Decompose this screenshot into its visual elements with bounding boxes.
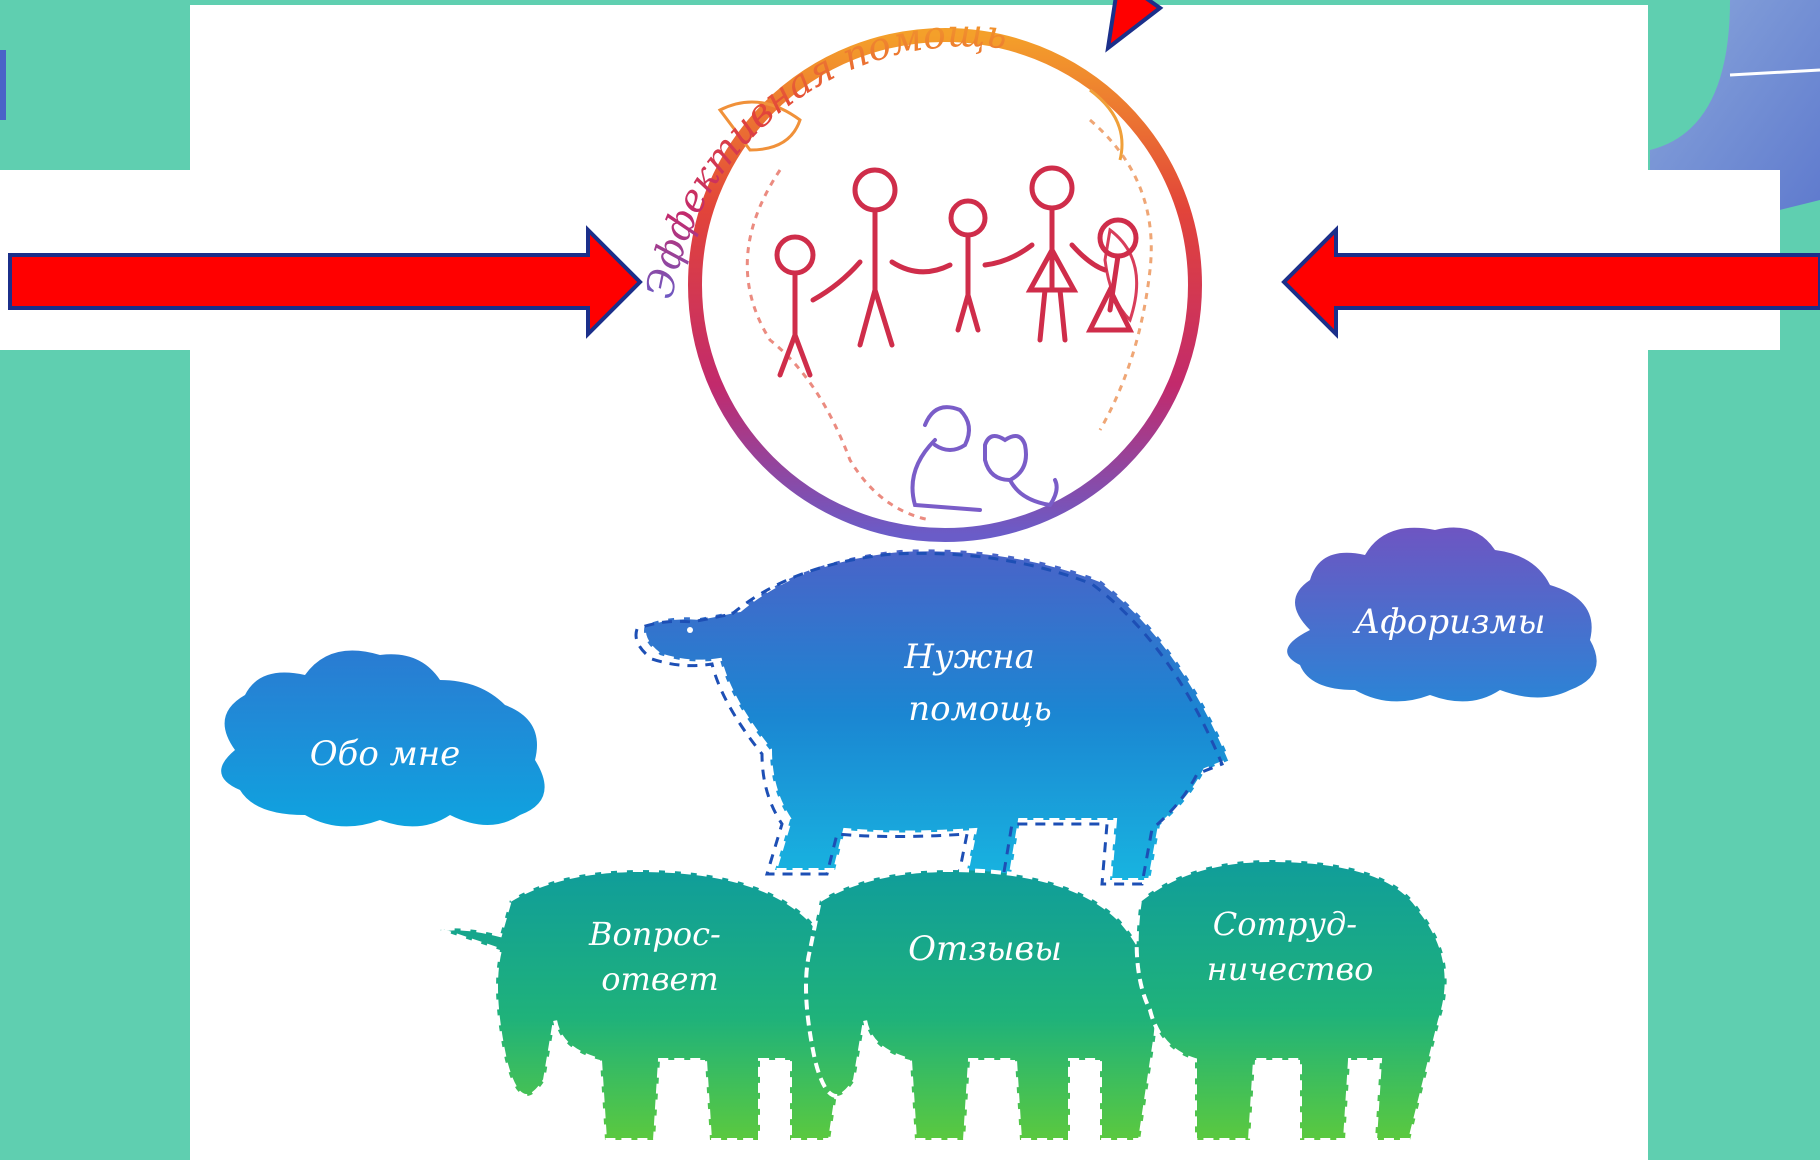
arrow-left-icon (1281, 225, 1820, 339)
arrow-right-icon (8, 225, 643, 339)
cooperation-line1: Сотруд- (1213, 905, 1357, 943)
globe-icon[interactable] (688, 28, 1202, 542)
qa-label: Вопрос- ответ (588, 915, 731, 998)
turtle-label: Нужна помощь (903, 637, 1052, 729)
aphorisms-label: Афоризмы (1353, 602, 1546, 642)
dog-cat-icon (910, 405, 1059, 512)
about-label: Обо мне (310, 734, 461, 774)
reviews-elephant[interactable]: Отзывы (804, 867, 1159, 1142)
cooperation-label: Сотруд- ничество (1207, 905, 1374, 988)
turtle-icon[interactable] (634, 547, 1233, 886)
qa-line2: ответ (601, 960, 719, 998)
qa-line1: Вопрос- (588, 915, 721, 953)
people-icon (774, 165, 1139, 378)
reviews-label: Отзывы (908, 929, 1062, 969)
corner-accent (0, 50, 6, 120)
arrow-down-icon (1105, 0, 1164, 53)
qa-elephant[interactable]: Вопрос- ответ (432, 867, 849, 1142)
cooperation-elephant[interactable]: Сотруд- ничество (1134, 857, 1449, 1142)
need-help-line2: помощь (908, 689, 1052, 729)
cooperation-line2: ничество (1207, 950, 1374, 988)
need-help-line1: Нужна (903, 637, 1035, 677)
about-cloud[interactable]: Обо мне (221, 650, 545, 827)
aphorisms-cloud[interactable]: Афоризмы (1287, 527, 1597, 702)
